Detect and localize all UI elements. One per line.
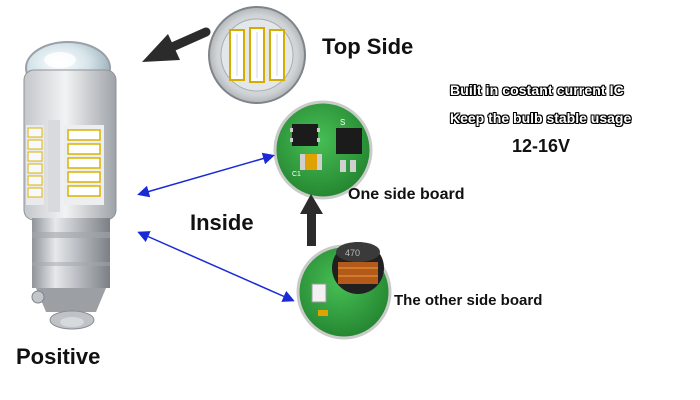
- inductor-marking: 470: [345, 248, 360, 258]
- inside-label: Inside: [190, 210, 254, 235]
- chip-marking: S: [340, 118, 345, 127]
- dark-arrow-to-bulb: [142, 27, 211, 62]
- top-side-label: Top Side: [322, 34, 414, 59]
- feature-line-1: Built in costant current IC: [450, 82, 624, 98]
- other-side-board-image: 470: [296, 242, 392, 340]
- blue-arrow-to-one-side-board: [137, 152, 275, 198]
- top-side-photo: [208, 6, 306, 104]
- one-side-board-label: One side board: [348, 186, 465, 203]
- blue-arrow-to-other-side-board: [137, 231, 295, 302]
- dark-arrow-up: [300, 194, 323, 246]
- led-strip-center: [64, 125, 104, 205]
- one-side-board-image: S C1: [273, 100, 373, 200]
- cap-marking: C1: [292, 171, 301, 178]
- led-strip-left: [26, 125, 44, 205]
- positive-label: Positive: [16, 344, 101, 369]
- voltage-label: 12-16V: [512, 136, 571, 156]
- feature-line-2: Keep the bulb stable usage: [450, 110, 632, 126]
- led-bulb-image: [23, 41, 117, 330]
- other-side-board-label: The other side board: [394, 292, 543, 309]
